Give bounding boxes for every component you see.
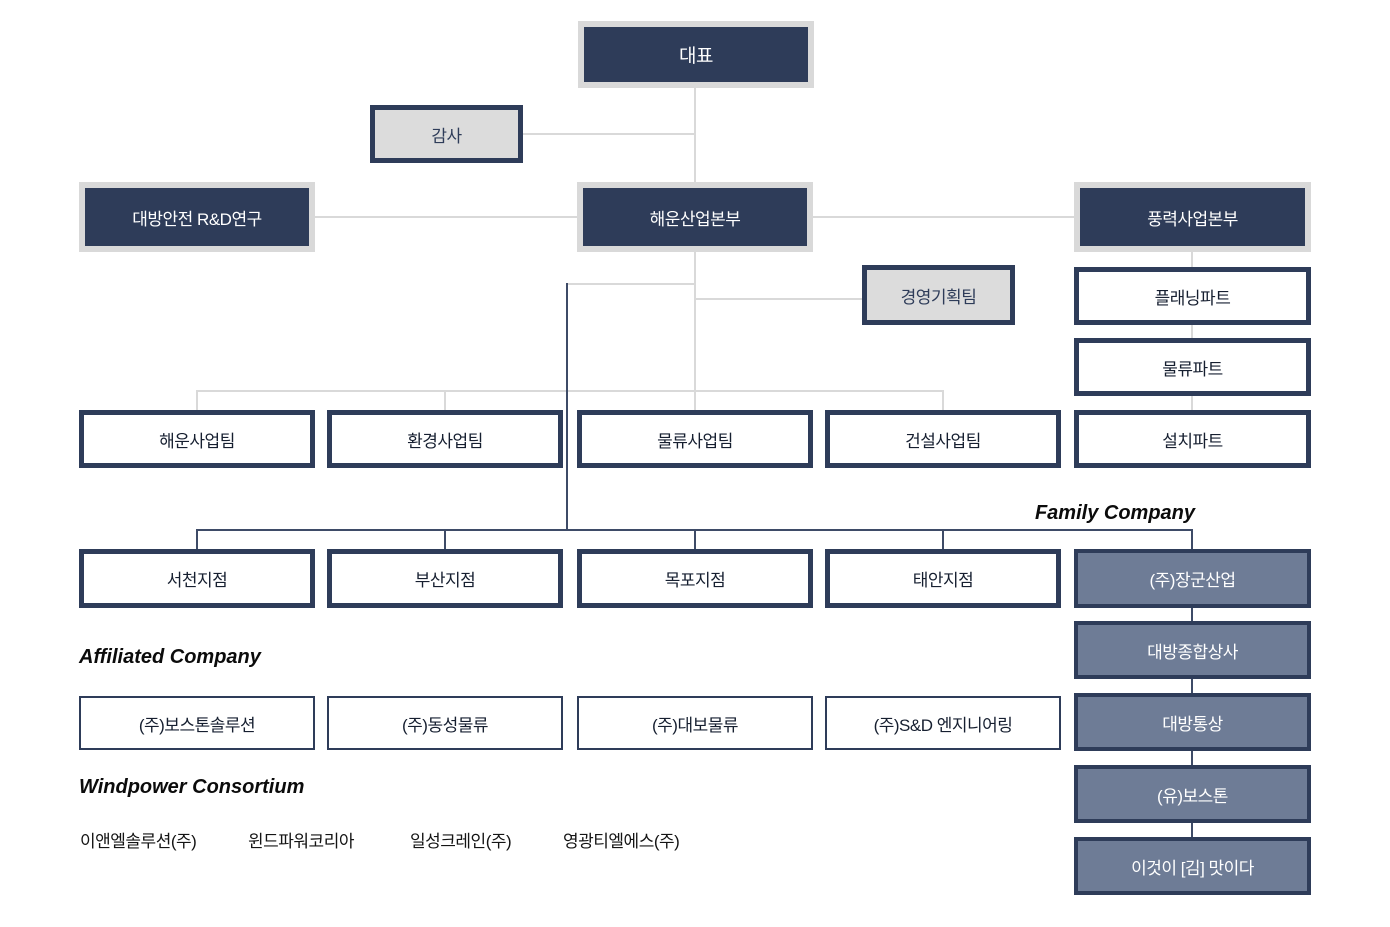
connector-branch-drop-3 xyxy=(694,529,696,549)
node-wind-part-install: 설치파트 xyxy=(1074,410,1311,468)
connector-teams-bar xyxy=(196,390,944,392)
connector-team-drop-4 xyxy=(942,390,944,410)
node-audit-label: 감사 xyxy=(431,126,462,146)
node-division-windpower: 풍력사업본부 xyxy=(1074,182,1311,252)
node-affiliated-dongsung: (주)동성물류 xyxy=(327,696,563,750)
node-branch-taean-label: 태안지점 xyxy=(912,571,974,590)
node-family-daebang-tongsang: 대방통상 xyxy=(1074,693,1311,751)
node-planning-team-label: 경영기획팀 xyxy=(900,287,977,307)
connector-rnd xyxy=(315,216,577,218)
node-branch-busan: 부산지점 xyxy=(327,549,563,608)
node-family-daebang-trading-corp: 대방종합상사 xyxy=(1074,621,1311,679)
connector-branch-drop-4 xyxy=(942,529,944,549)
consortium-item-enl: 이앤엘솔루션(주) xyxy=(80,832,197,851)
connector-windcol-2 xyxy=(1191,325,1193,338)
connector-ceo-down xyxy=(694,88,696,182)
connector-branch-drop-5 xyxy=(1191,529,1193,549)
connector-team-drop-1 xyxy=(196,390,198,410)
node-family-daebang-tongsang-label: 대방통상 xyxy=(1162,714,1223,734)
connector-windcol-3 xyxy=(1191,396,1193,410)
node-team-logistics-label: 물류사업팀 xyxy=(657,431,733,451)
node-family-janggun: (주)장군산업 xyxy=(1074,549,1311,608)
node-family-kim-label: 이것이 [김] 맛이다 xyxy=(1131,858,1254,878)
node-branch-seocheon-label: 서천지점 xyxy=(166,571,228,590)
connector-team-drop-3 xyxy=(694,390,696,410)
affiliated-company-label: Affiliated Company xyxy=(79,646,261,668)
windpower-consortium-label: Windpower Consortium xyxy=(79,776,305,798)
node-affiliated-daebo-label: (주)대보물류 xyxy=(651,715,739,735)
node-division-windpower-label: 풍력사업본부 xyxy=(1147,209,1238,229)
node-affiliated-boston-solution: (주)보스톤솔루션 xyxy=(79,696,315,750)
connector-branch-drop-2 xyxy=(444,529,446,549)
node-wind-part-planning: 플래닝파트 xyxy=(1074,267,1311,325)
node-division-rnd-label: 대방안전 R&D연구 xyxy=(132,209,262,229)
node-wind-part-install-label: 설치파트 xyxy=(1162,431,1223,451)
node-audit: 감사 xyxy=(370,105,523,163)
consortium-item-ilsung-crane: 일성크레인(주) xyxy=(410,832,512,851)
connector-branch-h xyxy=(567,283,695,285)
connector-shipping-down xyxy=(694,252,696,391)
connector-team-drop-2 xyxy=(444,390,446,410)
connector-audit xyxy=(523,133,695,135)
node-team-shipping: 해운사업팀 xyxy=(79,410,315,468)
node-division-shipping-label: 해운산업본부 xyxy=(649,209,741,229)
node-affiliated-snd: (주)S&D 엔지니어링 xyxy=(825,696,1061,750)
node-wind-part-planning-label: 플래닝파트 xyxy=(1154,288,1231,308)
family-company-label: Family Company xyxy=(1034,502,1195,524)
connector-windcol-1 xyxy=(1191,252,1193,267)
node-ceo-label: 대표 xyxy=(679,46,713,67)
node-family-boston: (유)보스톤 xyxy=(1074,765,1311,823)
node-team-shipping-label: 해운사업팀 xyxy=(159,431,235,451)
node-team-logistics: 물류사업팀 xyxy=(577,410,813,468)
connector-family-1 xyxy=(1191,608,1193,621)
node-ceo: 대표 xyxy=(578,21,814,88)
node-affiliated-daebo: (주)대보물류 xyxy=(577,696,813,750)
node-team-construction-label: 건설사업팀 xyxy=(905,431,981,451)
node-team-construction: 건설사업팀 xyxy=(825,410,1061,468)
node-branch-mokpo-label: 목포지점 xyxy=(664,571,726,590)
connector-planning xyxy=(696,298,862,300)
node-division-rnd: 대방안전 R&D연구 xyxy=(79,182,315,252)
connector-family-4 xyxy=(1191,823,1193,837)
node-branch-taean: 태안지점 xyxy=(825,549,1061,608)
node-wind-part-logistics: 물류파트 xyxy=(1074,338,1311,396)
node-affiliated-boston-solution-label: (주)보스톤솔루션 xyxy=(138,715,256,735)
node-branch-mokpo: 목포지점 xyxy=(577,549,813,608)
connector-branch-drop-1 xyxy=(196,529,198,549)
node-branch-busan-label: 부산지점 xyxy=(414,571,476,590)
connector-family-3 xyxy=(1191,751,1193,765)
node-family-boston-label: (유)보스톤 xyxy=(1157,786,1228,806)
connector-family-2 xyxy=(1191,679,1193,693)
node-family-janggun-label: (주)장군산업 xyxy=(1149,571,1236,590)
node-family-kim: 이것이 [김] 맛이다 xyxy=(1074,837,1311,895)
node-wind-part-logistics-label: 물류파트 xyxy=(1162,359,1223,379)
connector-wind xyxy=(813,216,1074,218)
consortium-item-younggwang-tls: 영광티엘에스(주) xyxy=(563,832,680,851)
node-team-environment: 환경사업팀 xyxy=(327,410,563,468)
connector-branch-v xyxy=(566,283,568,530)
node-affiliated-dongsung-label: (주)동성물류 xyxy=(401,715,489,735)
node-family-daebang-trading-corp-label: 대방종합상사 xyxy=(1147,642,1238,662)
node-division-shipping: 해운산업본부 xyxy=(577,182,813,252)
node-planning-team: 경영기획팀 xyxy=(862,265,1015,325)
node-team-environment-label: 환경사업팀 xyxy=(407,431,483,451)
node-affiliated-snd-label: (주)S&D 엔지니어링 xyxy=(873,715,1013,735)
node-branch-seocheon: 서천지점 xyxy=(79,549,315,608)
consortium-item-windpower-korea: 윈드파워코리아 xyxy=(248,832,354,851)
